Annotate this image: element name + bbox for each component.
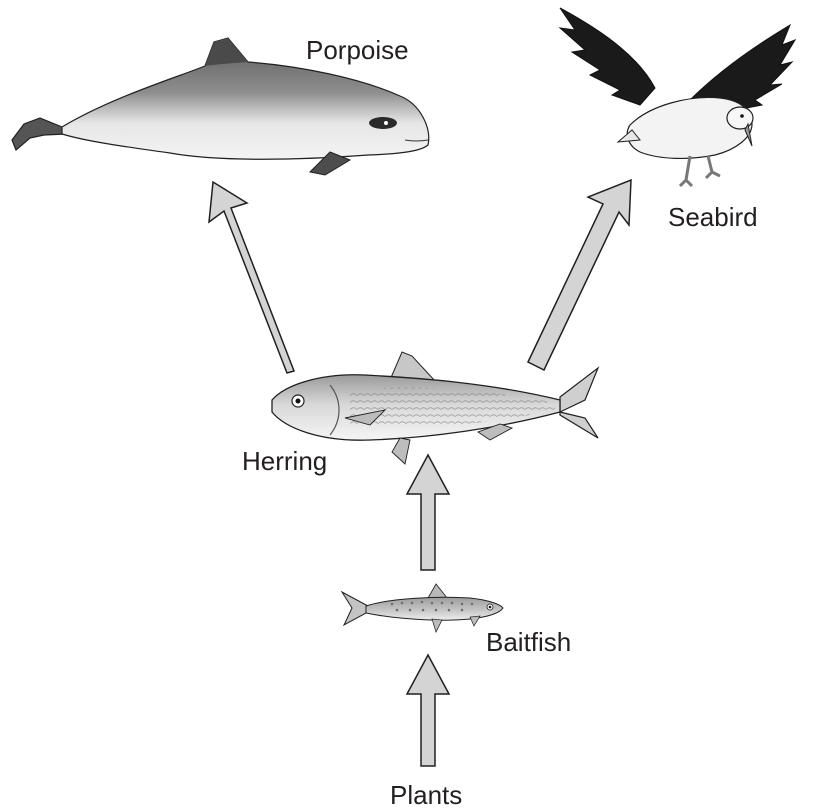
label-baitfish: Baitfish [486, 627, 571, 657]
arrow-herring-to-porpoise [209, 182, 294, 373]
label-porpoise: Porpoise [306, 35, 409, 65]
arrow-plants-to-baitfish [407, 655, 449, 766]
label-plants: Plants [390, 780, 462, 810]
baitfish-illustration [342, 584, 503, 632]
seabird-illustration [560, 8, 795, 186]
arrow-herring-to-seabird [528, 180, 631, 370]
label-seabird: Seabird [668, 202, 758, 232]
label-herring: Herring [242, 446, 327, 476]
arrow-baitfish-to-herring [407, 455, 449, 570]
